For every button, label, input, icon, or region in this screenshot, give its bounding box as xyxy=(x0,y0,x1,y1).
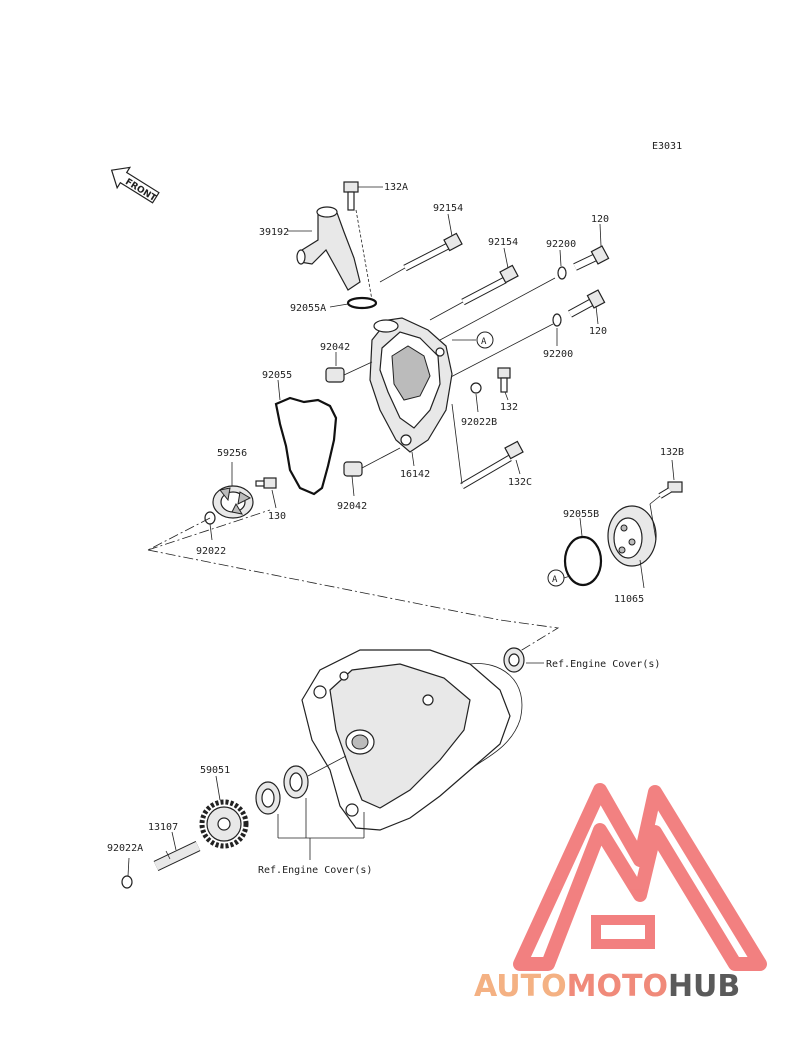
dowel-92042-upper xyxy=(325,367,345,383)
cover-11065 xyxy=(607,505,657,567)
bolt-120-lower xyxy=(568,289,606,318)
label-132A: 132A xyxy=(384,182,408,193)
brand-part-hub: HUB xyxy=(668,969,740,1004)
gasket-92055 xyxy=(274,396,338,496)
label-92055: 92055 xyxy=(262,370,292,381)
label-16142: 16142 xyxy=(400,469,430,480)
label-92022: 92022 xyxy=(196,546,226,557)
label-92022A: 92022A xyxy=(107,843,143,854)
bolt-92154-upper xyxy=(403,232,463,272)
bolt-130 xyxy=(255,477,277,489)
label-92200-lower: 92200 xyxy=(543,349,573,360)
washer-92022B xyxy=(470,382,482,394)
label-92055B: 92055B xyxy=(563,509,599,520)
engine-cover-outline xyxy=(301,649,523,831)
label-13107: 13107 xyxy=(148,822,178,833)
impeller-59256 xyxy=(212,485,254,519)
pipe-39192 xyxy=(296,206,361,291)
ref-a-upper: A xyxy=(481,337,487,347)
label-132B: 132B xyxy=(660,447,684,458)
label-11065: 11065 xyxy=(614,594,644,605)
o-ring-92055A xyxy=(346,296,378,310)
bolt-120-upper xyxy=(573,245,610,271)
bolt-132C xyxy=(460,440,524,490)
label-132C: 132C xyxy=(508,477,532,488)
oil-seal xyxy=(503,647,525,673)
bolt-132 xyxy=(497,367,511,393)
label-92200-upper: 92200 xyxy=(546,239,576,250)
washer-92022A xyxy=(121,875,133,889)
diagram-code: E3031 xyxy=(652,141,682,152)
automotohub-logo xyxy=(513,783,767,971)
label-92022B: 92022B xyxy=(461,417,497,428)
label-59256: 59256 xyxy=(217,448,247,459)
bearing-right xyxy=(283,765,309,799)
gear-59051 xyxy=(199,799,249,849)
front-arrow-icon: FRONT xyxy=(110,166,160,204)
ref-a-lower: A xyxy=(552,575,558,585)
label-92042-lower: 92042 xyxy=(337,501,367,512)
brand-part-moto: MOTO xyxy=(567,969,668,1004)
label-120-upper: 120 xyxy=(591,214,609,225)
shaft-13107 xyxy=(153,841,201,871)
bolt-132A xyxy=(343,181,359,211)
ref-engine-cover-bottom: Ref.Engine Cover(s) xyxy=(258,865,372,876)
label-39192: 39192 xyxy=(259,227,289,238)
bolt-132B xyxy=(658,481,683,499)
label-92154-upper: 92154 xyxy=(433,203,463,214)
label-132: 132 xyxy=(500,402,518,413)
label-130: 130 xyxy=(268,511,286,522)
label-92042-upper: 92042 xyxy=(320,342,350,353)
washer-92200-lower xyxy=(552,313,562,327)
label-92055A: 92055A xyxy=(290,303,326,314)
o-ring-92055B xyxy=(563,535,603,587)
ref-engine-cover-right: Ref.Engine Cover(s) xyxy=(546,659,660,670)
pump-cover-16142 xyxy=(369,317,453,453)
bolt-92154-lower xyxy=(461,264,519,306)
label-120-lower: 120 xyxy=(589,326,607,337)
washer-92200-upper xyxy=(557,266,567,280)
dowel-92042-lower xyxy=(343,461,363,477)
label-92154-lower: 92154 xyxy=(488,237,518,248)
label-59051: 59051 xyxy=(200,765,230,776)
bearing-left xyxy=(255,781,281,815)
brand-wordmark: AUTOMOTOHUB xyxy=(474,969,740,1004)
brand-part-auto: AUTO xyxy=(474,969,567,1004)
